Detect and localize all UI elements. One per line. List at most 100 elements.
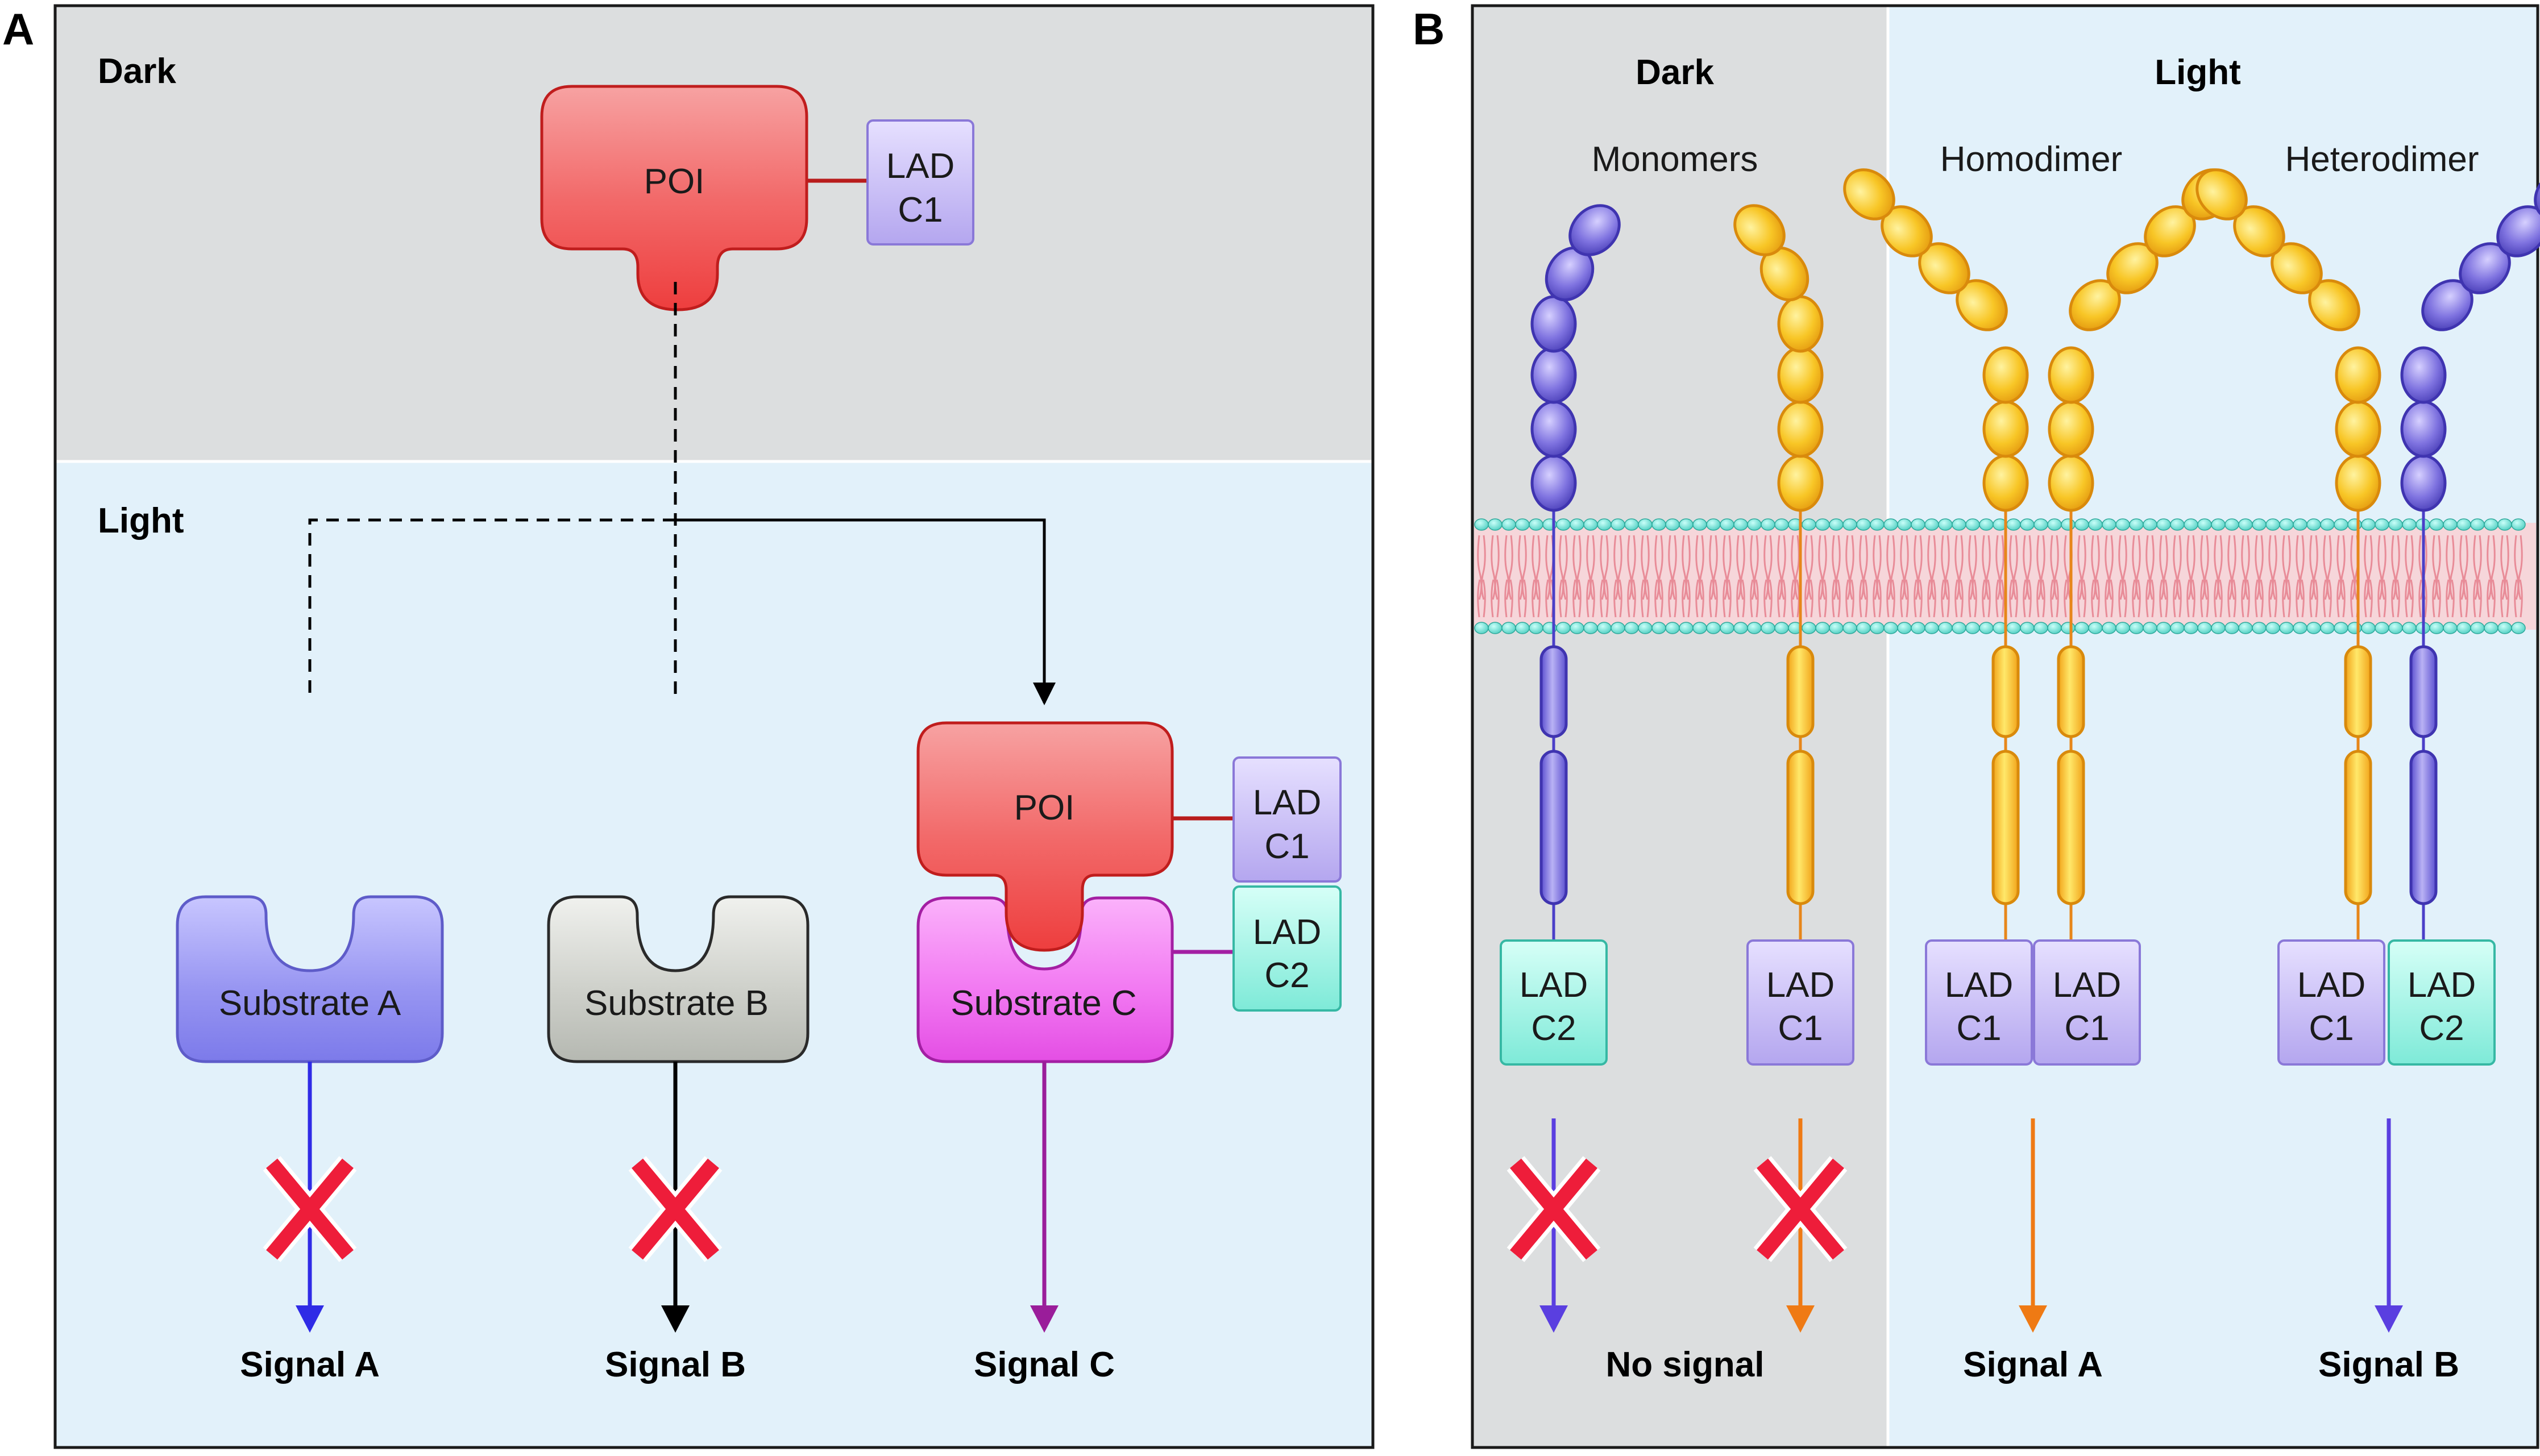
lipid-head <box>1829 622 1844 634</box>
lipid-head <box>2252 622 2267 634</box>
heterodimer-left-lad-c1 <box>2277 939 2385 1066</box>
lipid-head <box>1488 622 1503 634</box>
receptor-domain <box>1843 168 1895 221</box>
lipid-head <box>2061 622 2076 634</box>
lipid-head <box>1883 518 1898 531</box>
lipid-head <box>1706 518 1721 531</box>
panel-a: A Dark Light POI LAD C1 Substrate A <box>2 4 1375 1449</box>
lipid-head <box>1692 518 1707 531</box>
lipid-head <box>2211 622 2226 634</box>
lipid-head <box>2361 622 2376 634</box>
blocked-x-icon <box>263 1156 357 1262</box>
lipid-head <box>2265 622 2280 634</box>
receptor-domain <box>2400 454 2447 512</box>
monomer-purple-lad-c2 <box>1500 939 1608 1066</box>
receptor-domain <box>1733 204 1786 256</box>
panel-a-border <box>53 4 1375 1449</box>
kinase-domain <box>2409 750 2438 905</box>
lipid-head <box>1924 622 1939 634</box>
signal-c-label: Signal C <box>974 1345 1115 1384</box>
lipid-head <box>2170 518 2185 531</box>
lipid-head <box>2293 518 2307 531</box>
lipid-head <box>1856 622 1871 634</box>
lipid-head <box>1952 622 1966 634</box>
lipid-head <box>2129 518 2144 531</box>
lipid-head <box>1979 622 1994 634</box>
lad-c1-light-tag <box>1232 756 1342 883</box>
lipid-head <box>2334 518 2348 531</box>
lipid-head <box>1856 518 1871 531</box>
lipid-head <box>1720 622 1734 634</box>
lipid-head <box>2074 622 2089 634</box>
lipid-head <box>1679 622 1694 634</box>
receptor-domain <box>1982 454 2029 512</box>
lipid-head <box>2184 622 2198 634</box>
intracellular-domain <box>2344 645 2372 738</box>
lipid-head <box>2320 622 2335 634</box>
receptor-domain <box>1530 346 1577 404</box>
lipid-head <box>1556 518 1571 531</box>
intracellular-domain <box>1991 645 2020 738</box>
lipid-head <box>1924 518 1939 531</box>
lipid-head <box>1733 518 1748 531</box>
lipid-head <box>2497 518 2512 531</box>
panel-b-light-label: Light <box>2155 53 2241 92</box>
lad-tag-line: C1 <box>1956 1009 2001 1048</box>
signal-b-label: Signal B <box>605 1345 746 1384</box>
monomer-orange-lad-c1 <box>1746 939 1854 1066</box>
lipid-head <box>1515 518 1530 531</box>
lipid-head <box>1870 622 1885 634</box>
panel-a-dark-label: Dark <box>98 52 176 91</box>
kinase-domain <box>1539 750 1568 905</box>
lipid-head <box>2375 622 2389 634</box>
lipid-head <box>1774 622 1789 634</box>
lipid-head <box>1815 622 1830 634</box>
lipid-head <box>2484 518 2499 531</box>
lipid-head <box>1583 622 1598 634</box>
lipid-head <box>1611 518 1625 531</box>
lipid-head <box>2143 622 2157 634</box>
lad-c1-light-line1: LAD <box>1253 783 1322 822</box>
substrate-c-complex: Substrate C LAD C2 POI LAD C1 Signal C <box>916 721 1342 1384</box>
lipid-head <box>2375 518 2389 531</box>
substrate-b-label: Substrate B <box>584 984 769 1023</box>
lipid-head <box>1488 518 1503 531</box>
homodimer-left-lad-c1 <box>1925 939 2033 1066</box>
lipid-head <box>1638 622 1653 634</box>
lipid-head <box>1897 622 1912 634</box>
receptor-domain <box>1530 295 1577 353</box>
lipid-head <box>1474 518 1489 531</box>
lipid-head <box>1952 518 1966 531</box>
lipid-head <box>1638 518 1653 531</box>
lipid-head <box>1911 518 1925 531</box>
lipid-head <box>2197 518 2212 531</box>
lipid-head <box>2129 622 2144 634</box>
lipid-head <box>1938 518 1953 531</box>
lipid-head <box>1570 622 1584 634</box>
lad-tag-line: LAD <box>1520 966 1588 1005</box>
lipid-head <box>2238 622 2253 634</box>
receptor-domain <box>2400 400 2447 458</box>
lipid-head <box>1529 518 1543 531</box>
lipid-head <box>2511 622 2526 634</box>
lad-tag-line: C1 <box>2309 1009 2354 1048</box>
lipid-head <box>2211 518 2226 531</box>
panel-b-light-region <box>1888 6 2538 1447</box>
lad-tag-line: C2 <box>2419 1009 2464 1048</box>
signal-a-label: Signal A <box>240 1345 380 1384</box>
lipid-head <box>2224 622 2239 634</box>
lipid-head <box>1665 622 1680 634</box>
blocked-x-icon <box>628 1156 723 1262</box>
monomers-label: Monomers <box>1592 140 1758 179</box>
receptor-domain <box>2335 346 2381 404</box>
lipid-head <box>1761 518 1775 531</box>
receptor-domain <box>2195 168 2248 221</box>
lad-tag-line: LAD <box>2408 966 2476 1005</box>
lipid-head <box>1556 622 1571 634</box>
lipid-head <box>2184 518 2198 531</box>
poi-dark-label: POI <box>644 162 705 201</box>
lipid-head <box>1815 518 1830 531</box>
panel-a-connectors <box>308 282 1056 705</box>
lipid-head <box>1747 622 1762 634</box>
lipid-head <box>2020 518 2035 531</box>
